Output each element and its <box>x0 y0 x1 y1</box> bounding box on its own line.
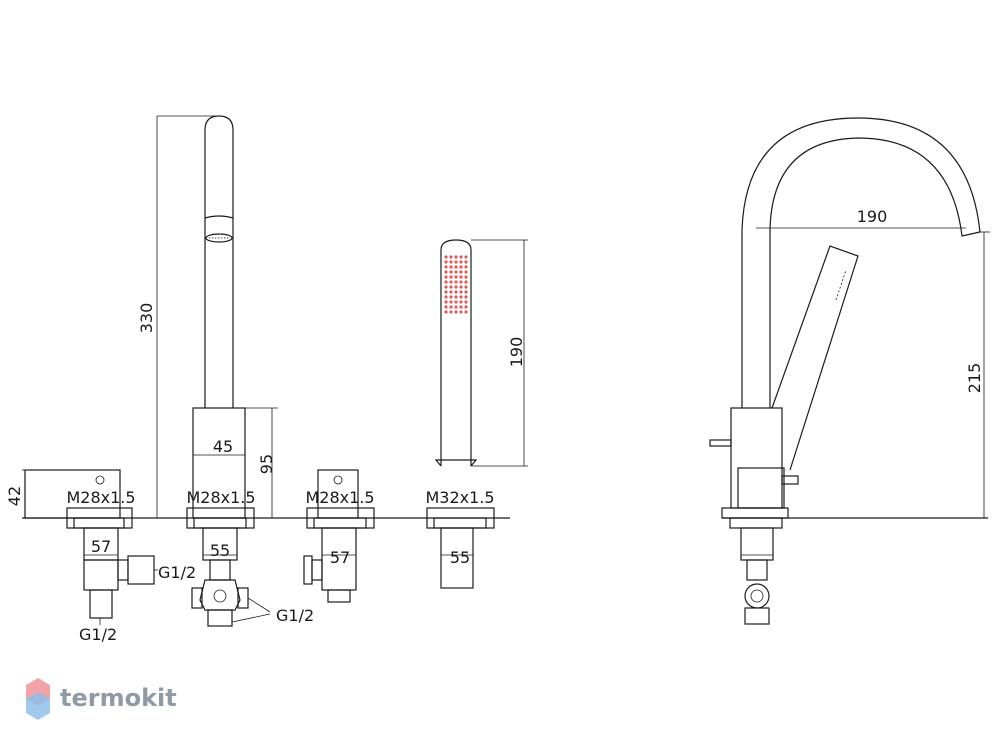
spray-dot <box>444 280 448 284</box>
spray-dot <box>449 280 453 284</box>
spray-dot <box>449 300 453 304</box>
spray-dot <box>454 290 458 294</box>
spray-dot <box>454 280 458 284</box>
spray-dot <box>444 265 448 269</box>
spray-dot <box>449 285 453 289</box>
spray-dot <box>454 300 458 304</box>
inlet-label-1-side: G1/2 <box>158 563 196 582</box>
dim-handshower-height: 190 <box>507 337 526 368</box>
watermark-logo: termokit <box>26 678 177 720</box>
spray-dot <box>459 285 463 289</box>
spray-dot <box>454 295 458 299</box>
spray-dot <box>454 260 458 264</box>
dim-side-height: 215 <box>965 363 984 394</box>
inlet-label-1-bottom: G1/2 <box>79 625 117 644</box>
spray-dot <box>454 275 458 279</box>
spray-dot <box>464 265 468 269</box>
spray-dot <box>444 310 448 314</box>
spray-dot <box>459 290 463 294</box>
spray-dot <box>459 260 463 264</box>
spray-dot <box>444 305 448 309</box>
width-label-2: 55 <box>210 541 230 560</box>
spray-dot <box>449 275 453 279</box>
spray-dot <box>449 270 453 274</box>
thread-label-4: M32x1.5 <box>425 488 494 507</box>
spray-dot <box>454 305 458 309</box>
spray-dot <box>459 305 463 309</box>
width-label-1: 57 <box>91 537 111 556</box>
spray-dot <box>449 260 453 264</box>
dim-body-width: 45 <box>213 437 233 456</box>
spray-dot <box>449 305 453 309</box>
spray-dot <box>464 310 468 314</box>
valve-unit-3 <box>303 469 375 603</box>
spray-dot <box>444 295 448 299</box>
side-view <box>709 117 990 625</box>
spray-dot <box>444 270 448 274</box>
spray-dot <box>464 255 468 259</box>
spray-dot <box>449 295 453 299</box>
spray-dot <box>464 280 468 284</box>
spray-dot <box>459 295 463 299</box>
spray-dot <box>444 290 448 294</box>
spray-dot <box>464 300 468 304</box>
spray-dot <box>454 285 458 289</box>
spray-dot <box>464 270 468 274</box>
spray-dot <box>464 305 468 309</box>
handshower-unit <box>426 239 528 589</box>
spray-dot <box>464 295 468 299</box>
spray-dot <box>449 290 453 294</box>
spray-dot <box>449 310 453 314</box>
spray-dot <box>454 265 458 269</box>
watermark-text: termokit <box>60 684 177 712</box>
logo-hexagon-lower-icon <box>26 692 50 720</box>
width-label-4: 55 <box>450 548 470 567</box>
spray-dot <box>459 255 463 259</box>
thread-label-2: M28x1.5 <box>186 488 255 507</box>
spray-dots <box>444 255 468 314</box>
dim-stand-left-height: 42 <box>5 486 24 506</box>
spray-dot <box>459 275 463 279</box>
dim-body-height: 95 <box>257 454 276 474</box>
spray-dot <box>454 255 458 259</box>
spray-dot <box>459 310 463 314</box>
width-label-3: 57 <box>330 548 350 567</box>
thread-label-3: M28x1.5 <box>305 488 374 507</box>
spray-dot <box>449 255 453 259</box>
inlet-label-2: G1/2 <box>276 606 314 625</box>
spray-dot <box>444 300 448 304</box>
spray-dot <box>444 260 448 264</box>
spray-dot <box>449 265 453 269</box>
thread-label-1: M28x1.5 <box>66 488 135 507</box>
dim-side-spout-reach: 190 <box>857 207 888 226</box>
spray-dot <box>454 310 458 314</box>
spray-dot <box>464 260 468 264</box>
spray-dot <box>464 275 468 279</box>
spray-dot <box>459 270 463 274</box>
spray-dot <box>464 285 468 289</box>
valve-unit-1 <box>22 469 158 625</box>
spray-dot <box>464 290 468 294</box>
spray-dot <box>459 300 463 304</box>
spray-dot <box>459 265 463 269</box>
spray-dot <box>454 270 458 274</box>
spray-dot <box>444 275 448 279</box>
spray-dot <box>444 285 448 289</box>
dim-spout-height: 330 <box>137 303 156 334</box>
spout-unit <box>156 115 278 627</box>
spray-dot <box>459 280 463 284</box>
spray-dot <box>444 255 448 259</box>
